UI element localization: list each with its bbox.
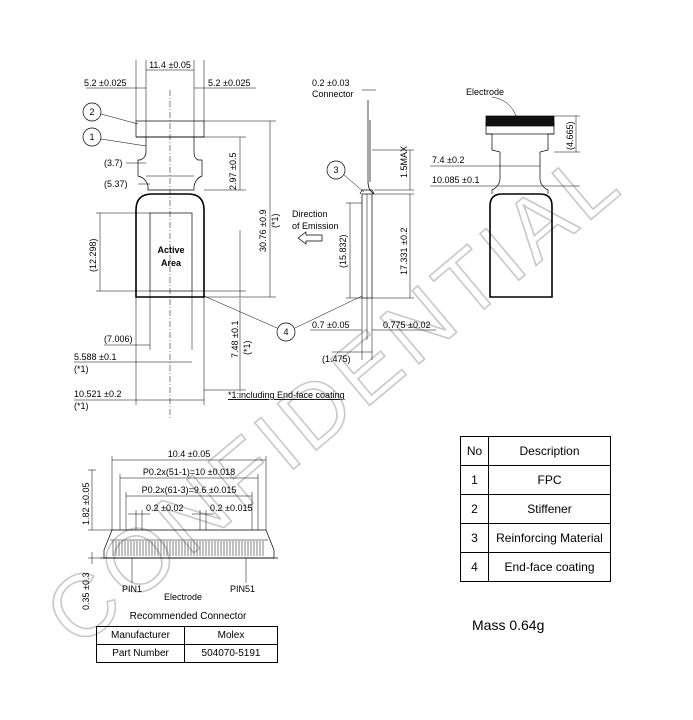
header-no: No xyxy=(460,436,489,466)
pin51-label: PIN51 xyxy=(230,584,255,594)
row-description: Reinforcing Material xyxy=(488,523,611,553)
manufacturer-key: Manufacturer xyxy=(96,626,185,645)
table-row: 4 End-face coating xyxy=(460,552,611,582)
active-area-label-1: Active xyxy=(157,245,184,255)
emission-label-1: Direction xyxy=(292,209,328,219)
dim-right-offset: 5.2 ±0.025 xyxy=(208,78,250,88)
dim-5-588: 5.588 ±0.1 xyxy=(74,352,116,362)
dim-3-7: (3.7) xyxy=(104,158,123,168)
dim-15-832: (15.832) xyxy=(338,234,348,268)
dim-0-2-b: 0.2 ±0.015 xyxy=(210,503,252,513)
coating-note: *1:including End-face coating xyxy=(228,390,345,400)
side-view: 0.2 ±0.03 Connector 3 1.5MAX Direction o… xyxy=(292,78,436,364)
table-row: 2 Stiffener xyxy=(460,494,611,524)
pin1-label: PIN1 xyxy=(122,584,142,594)
header-description: Description xyxy=(488,436,611,466)
recommended-connector-table: Manufacturer Molex Part Number 504070-51… xyxy=(96,626,278,663)
connector-view: 10.4 ±0.05 P0.2x(51-1)=10 ±0.018 P0.2x(6… xyxy=(81,449,278,610)
part-number-key: Part Number xyxy=(96,644,185,663)
dim-7-4: 7.4 ±0.2 xyxy=(432,155,464,165)
callout-2: 2 xyxy=(89,107,94,117)
dim-connector: 0.2 ±0.03 xyxy=(312,78,349,88)
back-electrode-label: Electrode xyxy=(466,87,504,97)
row-description: Stiffener xyxy=(488,494,611,524)
dim-7-006: (7.006) xyxy=(104,334,133,344)
table-row: Manufacturer Molex xyxy=(96,626,278,645)
dim-height-2-97: 2.97 ±0.5 xyxy=(228,153,238,190)
row-no: 1 xyxy=(460,465,489,495)
row-description: FPC xyxy=(488,465,611,495)
dim-10-4: 10.4 ±0.05 xyxy=(168,449,210,459)
dim-5-37: (5.37) xyxy=(104,179,128,189)
manufacturer-value: Molex xyxy=(184,626,278,645)
active-area-label-2: Area xyxy=(161,258,182,268)
dim-4-665: (4.665) xyxy=(565,121,575,150)
back-view: Electrode (4.665) 7.4 ±0.2 10.085 ±0.1 xyxy=(430,87,580,298)
connector-electrode-label: Electrode xyxy=(164,592,202,602)
row-no: 3 xyxy=(460,523,489,553)
dim-pitch-61: P0.2x(61-3)=9.6 ±0.015 xyxy=(142,485,237,495)
callout-4: 4 xyxy=(283,327,288,337)
dim-0-7: 0.7 ±0.05 xyxy=(312,320,349,330)
table-row: 3 Reinforcing Material xyxy=(460,523,611,553)
dim-0-35: 0.35 ±0.3 xyxy=(81,573,91,610)
row-no: 4 xyxy=(460,552,489,582)
dim-5-588-note: (*1) xyxy=(74,364,89,374)
dim-left-offset: 5.2 ±0.025 xyxy=(84,78,126,88)
dim-1-5max: 1.5MAX xyxy=(399,146,409,178)
emission-label-2: of Emission xyxy=(292,221,339,231)
dim-7-48: 7.48 ±0.1 xyxy=(230,321,240,358)
dim-1-82: 1.82 ±0.05 xyxy=(81,483,91,525)
description-table-header: No Description xyxy=(460,436,611,466)
dim-10-521: 10.521 ±0.2 xyxy=(74,389,121,399)
dim-12-298: (12.298) xyxy=(88,238,98,272)
callout-3: 3 xyxy=(333,165,338,175)
dim-0-2-a: 0.2 ±0.02 xyxy=(146,503,183,513)
table-row: Part Number 504070-5191 xyxy=(96,644,278,663)
front-view: Active Area 11.4 ±0.05 5.2 ±0.025 5.2 ±0… xyxy=(74,60,363,420)
dim-1-475: (1.475) xyxy=(322,354,351,364)
row-no: 2 xyxy=(460,494,489,524)
part-number-value: 504070-5191 xyxy=(184,644,278,663)
mass-label: Mass 0.64g xyxy=(472,617,545,633)
dim-pitch-51: P0.2x(51-1)=10 ±0.018 xyxy=(143,467,235,477)
dim-height-30-76: 30.76 ±0.9 xyxy=(258,210,268,252)
table-row: 1 FPC xyxy=(460,465,611,495)
dim-width-overall: 11.4 ±0.05 xyxy=(149,60,191,70)
description-table: No Description 1 FPC 2 Stiffener 3 Reinf… xyxy=(460,436,611,582)
dim-height-30-76-note: (*1) xyxy=(270,213,280,228)
dim-10-085: 10.085 ±0.1 xyxy=(432,175,479,185)
dim-7-48-note: (*1) xyxy=(242,340,252,355)
dim-10-521-note: (*1) xyxy=(74,401,89,411)
dim-17-331: 17.331 ±0.2 xyxy=(399,228,409,275)
recommended-connector-title: Recommended Connector xyxy=(129,611,247,622)
callout-1: 1 xyxy=(89,132,94,142)
connector-label: Connector xyxy=(312,89,354,99)
row-description: End-face coating xyxy=(488,552,611,582)
dim-0-775: 0.775 ±0.02 xyxy=(383,320,430,330)
